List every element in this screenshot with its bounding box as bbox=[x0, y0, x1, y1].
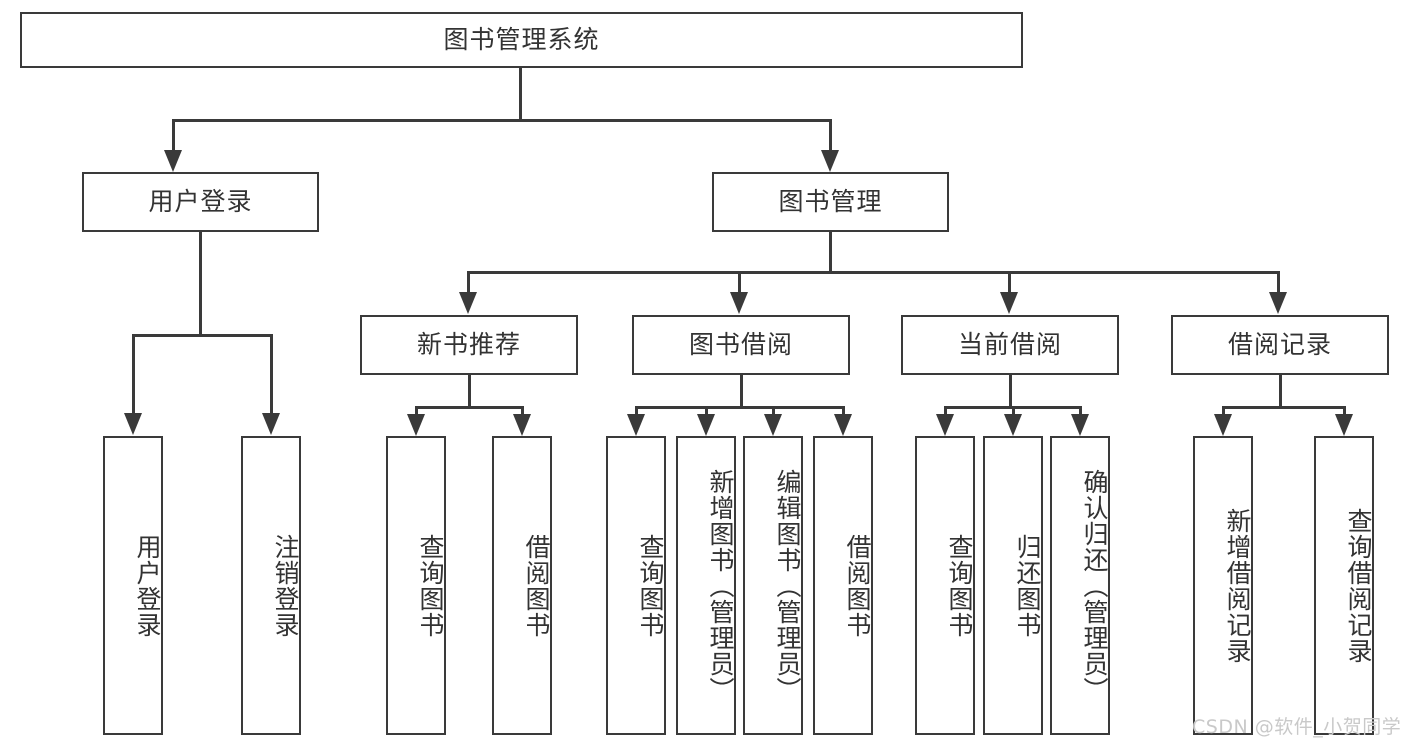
node-label: 借阅记录 bbox=[1227, 330, 1332, 359]
node-label: 当前借阅 bbox=[957, 330, 1062, 359]
arrow-to-leaf-edit-book bbox=[764, 414, 782, 436]
arrow-to-leaf-query-book-3 bbox=[936, 414, 954, 436]
node-label: 新书推荐 bbox=[416, 330, 521, 359]
connector-currentborrow-drop-3 bbox=[1079, 406, 1082, 415]
connector-userlogin-bus bbox=[133, 334, 272, 337]
node-root-system[interactable]: 图书管理系统 bbox=[20, 12, 1023, 68]
connector-root-drop-1 bbox=[172, 119, 175, 151]
node-label: 借阅图书 bbox=[843, 533, 872, 638]
connector-borrowrecord-bus bbox=[1223, 406, 1345, 409]
node-label: 查询借阅记录 bbox=[1344, 507, 1373, 664]
node-label: 查询图书 bbox=[416, 533, 445, 638]
leaf-query-book-current[interactable]: 查询图书 bbox=[915, 436, 975, 735]
connector-bookborrow-drop-1 bbox=[635, 406, 638, 415]
node-borrow-record[interactable]: 借阅记录 bbox=[1171, 315, 1389, 375]
connector-newbook-drop-1 bbox=[415, 406, 418, 415]
node-label: 新增借阅记录 bbox=[1223, 507, 1252, 664]
node-new-book-recommend[interactable]: 新书推荐 bbox=[360, 315, 578, 375]
arrow-to-leaf-borrow-book-2 bbox=[834, 414, 852, 436]
leaf-query-borrow-record[interactable]: 查询借阅记录 bbox=[1314, 436, 1374, 735]
arrow-to-current-borrow bbox=[1000, 292, 1018, 314]
leaf-borrow-book-recommend[interactable]: 借阅图书 bbox=[492, 436, 552, 735]
arrow-to-leaf-query-book-2 bbox=[627, 414, 645, 436]
connector-userlogin-drop-2 bbox=[270, 334, 273, 414]
connector-bookborrow-drop-4 bbox=[842, 406, 845, 415]
connector-borrowrecord-drop-2 bbox=[1343, 406, 1346, 415]
connector-bookmanage-drop-4 bbox=[1277, 271, 1280, 293]
node-label: 用户登录 bbox=[148, 187, 253, 216]
arrow-to-new-book bbox=[459, 292, 477, 314]
connector-bookmanage-drop-3 bbox=[1008, 271, 1011, 293]
node-user-login[interactable]: 用户登录 bbox=[82, 172, 319, 232]
connector-newbook-bus bbox=[416, 406, 523, 409]
connector-currentborrow-drop-1 bbox=[944, 406, 947, 415]
connector-bookmanage-drop-2 bbox=[738, 271, 741, 293]
node-label: 图书管理系统 bbox=[443, 25, 600, 54]
leaf-query-book-recommend[interactable]: 查询图书 bbox=[386, 436, 446, 735]
arrow-to-borrow-record bbox=[1269, 292, 1287, 314]
node-label: 图书借阅 bbox=[688, 330, 793, 359]
node-label: 查询图书 bbox=[636, 533, 665, 638]
leaf-add-borrow-record[interactable]: 新增借阅记录 bbox=[1193, 436, 1253, 735]
node-label: 确认归还（管理员） bbox=[1080, 468, 1109, 703]
leaf-user-login[interactable]: 用户登录 bbox=[103, 436, 163, 735]
arrow-to-leaf-return-book bbox=[1004, 414, 1022, 436]
arrow-to-leaf-query-record bbox=[1335, 414, 1353, 436]
connector-root-drop-2 bbox=[829, 119, 832, 151]
node-label: 编辑图书（管理员） bbox=[773, 468, 802, 703]
node-current-borrow[interactable]: 当前借阅 bbox=[901, 315, 1119, 375]
connector-bookborrow-drop-3 bbox=[772, 406, 775, 415]
node-book-borrow[interactable]: 图书借阅 bbox=[632, 315, 850, 375]
leaf-logout[interactable]: 注销登录 bbox=[241, 436, 301, 735]
connector-root-stem bbox=[519, 68, 522, 120]
node-label: 注销登录 bbox=[271, 533, 300, 638]
node-label: 新增图书（管理员） bbox=[706, 468, 735, 703]
node-label: 查询图书 bbox=[945, 533, 974, 638]
node-label: 图书管理 bbox=[778, 187, 883, 216]
arrow-to-leaf-confirm-return bbox=[1071, 414, 1089, 436]
connector-bookmanage-bus bbox=[468, 271, 1279, 274]
arrow-to-user-login bbox=[164, 150, 182, 172]
connector-borrowrecord-stem bbox=[1279, 375, 1282, 408]
arrow-to-leaf-borrow-book-1 bbox=[513, 414, 531, 436]
arrow-to-book-borrow bbox=[730, 292, 748, 314]
connector-newbook-stem bbox=[468, 375, 471, 408]
connector-borrowrecord-drop-1 bbox=[1222, 406, 1225, 415]
arrow-to-leaf-query-book-1 bbox=[407, 414, 425, 436]
connector-userlogin-stem bbox=[199, 232, 202, 336]
csdn-watermark: CSDN @软件_小贺同学 bbox=[1192, 716, 1402, 738]
arrow-to-leaf-add-book bbox=[697, 414, 715, 436]
leaf-edit-book[interactable]: 编辑图书（管理员） bbox=[743, 436, 803, 735]
connector-root-bus bbox=[172, 119, 832, 122]
connector-currentborrow-drop-2 bbox=[1012, 406, 1015, 415]
connector-currentborrow-stem bbox=[1009, 375, 1012, 408]
arrow-to-leaf-user-login bbox=[124, 413, 142, 435]
leaf-add-book[interactable]: 新增图书（管理员） bbox=[676, 436, 736, 735]
arrow-to-leaf-add-record bbox=[1214, 414, 1232, 436]
node-label: 归还图书 bbox=[1013, 533, 1042, 638]
arrow-to-book-manage bbox=[821, 150, 839, 172]
connector-bookborrow-bus bbox=[636, 406, 844, 409]
connector-bookmanage-drop-1 bbox=[467, 271, 470, 293]
arrow-to-leaf-logout bbox=[262, 413, 280, 435]
connector-userlogin-drop-1 bbox=[132, 334, 135, 414]
connector-bookmanage-stem bbox=[829, 232, 832, 273]
node-label: 用户登录 bbox=[133, 533, 162, 638]
leaf-return-book[interactable]: 归还图书 bbox=[983, 436, 1043, 735]
node-book-manage[interactable]: 图书管理 bbox=[712, 172, 949, 232]
leaf-query-book-borrow[interactable]: 查询图书 bbox=[606, 436, 666, 735]
leaf-confirm-return[interactable]: 确认归还（管理员） bbox=[1050, 436, 1110, 735]
node-label: 借阅图书 bbox=[522, 533, 551, 638]
connector-bookborrow-drop-2 bbox=[705, 406, 708, 415]
connector-newbook-drop-2 bbox=[521, 406, 524, 415]
leaf-borrow-book[interactable]: 借阅图书 bbox=[813, 436, 873, 735]
connector-bookborrow-stem bbox=[740, 375, 743, 408]
